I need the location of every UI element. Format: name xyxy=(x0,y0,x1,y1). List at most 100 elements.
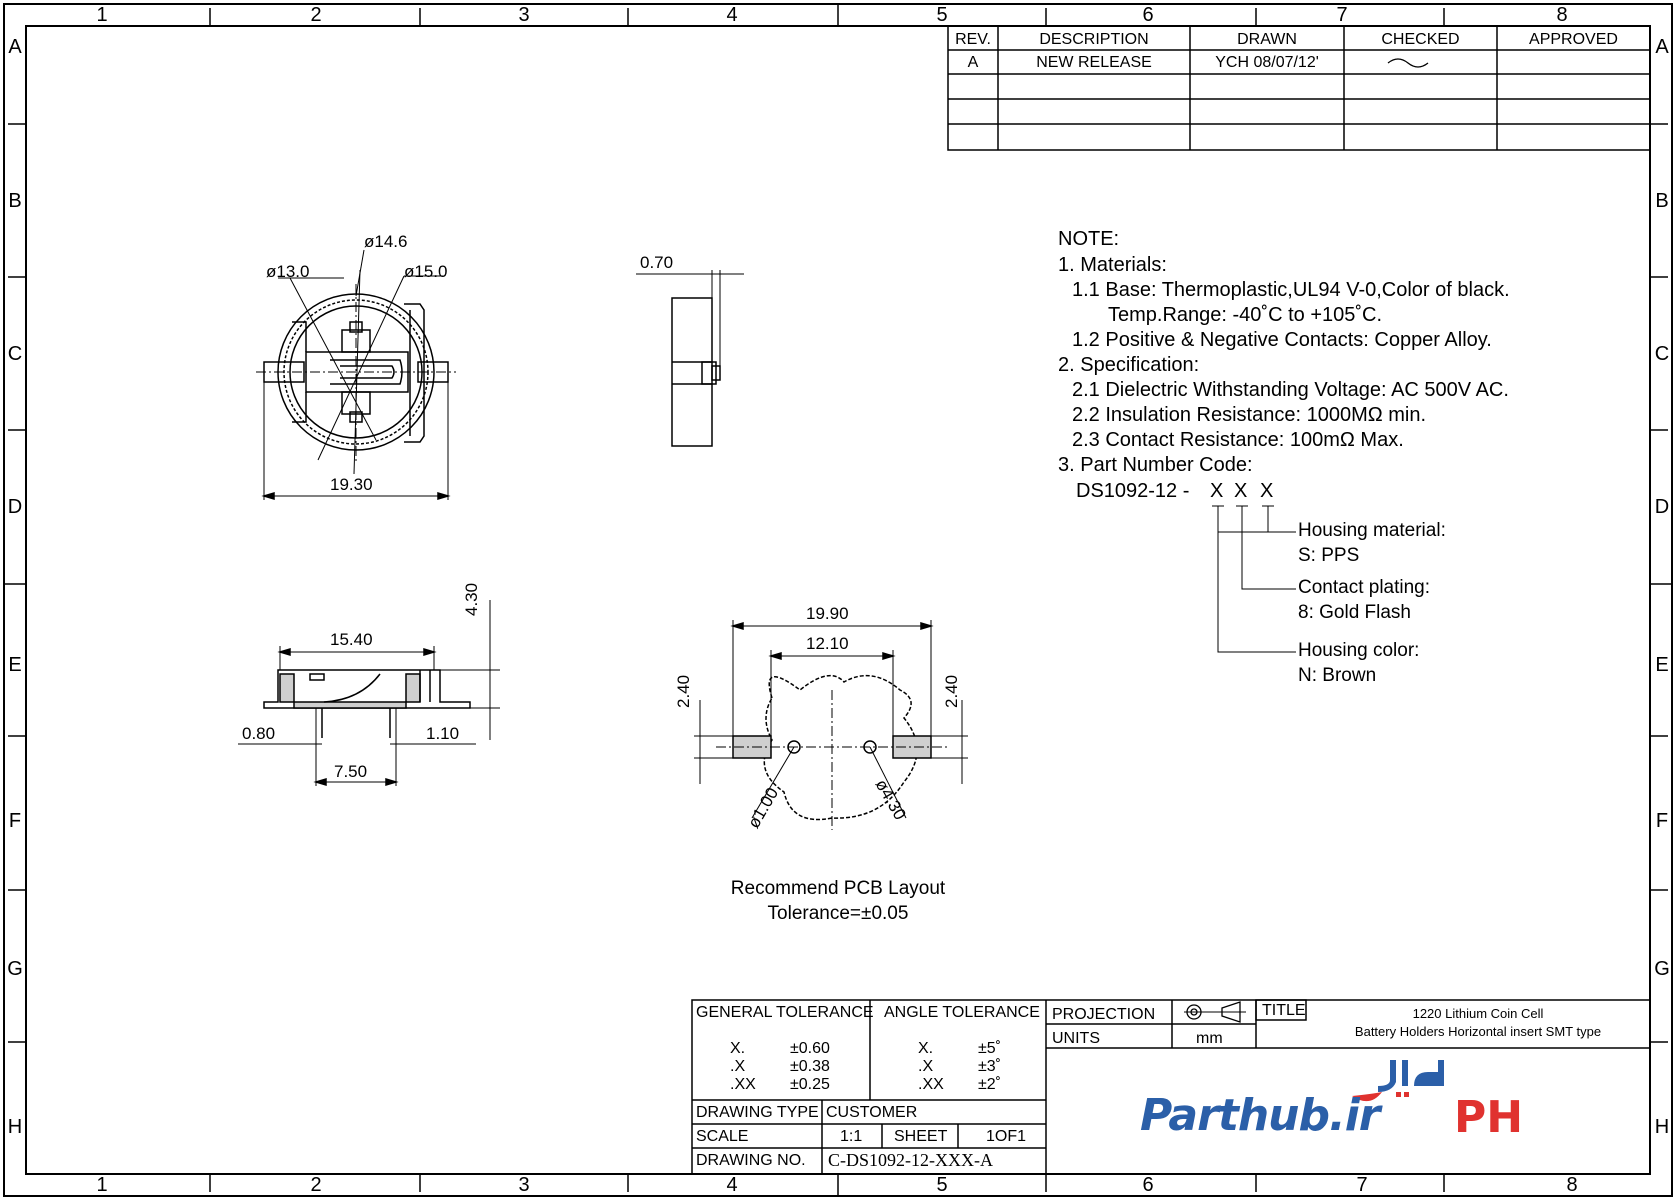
dim-d146: ø14.6 xyxy=(364,232,408,251)
note-base: 1.1 Base: Thermoplastic,UL94 V-0,Color o… xyxy=(1072,279,1510,301)
tb-ang-dxx-val: ±2˚ xyxy=(978,1076,1002,1093)
dim-d150: ø15.0 xyxy=(404,262,448,281)
zone-row-b-right: B xyxy=(1655,190,1669,212)
zone-row-c: C xyxy=(7,343,23,365)
dim-pcb-left-height: 2.40 xyxy=(674,674,693,708)
tb-drawing-no: DRAWING NO. xyxy=(696,1152,806,1169)
tb-ang-x: X. xyxy=(918,1040,934,1057)
tb-gen-dx-val: ±0.38 xyxy=(790,1058,830,1075)
tb-gen-x-val: ±0.60 xyxy=(790,1040,830,1057)
zone-col-5: 5 xyxy=(936,4,948,26)
tb-sheet-value: 1OF1 xyxy=(986,1128,1027,1145)
zone-col-4: 4 xyxy=(726,4,738,26)
zone-row-e-right: E xyxy=(1655,654,1669,676)
tb-drawing-no-value: C-DS1092-12-XXX-A xyxy=(828,1150,993,1170)
zone-col-2: 2 xyxy=(310,4,322,26)
dim-front-pitch: 7.50 xyxy=(334,762,368,781)
part-code-letter-3: X xyxy=(1260,480,1274,502)
tb-drawing-type-value: CUSTOMER xyxy=(826,1104,918,1121)
zone-col-3: 3 xyxy=(518,4,530,26)
dim-front-height: 4.30 xyxy=(462,582,481,616)
dim-front-length: 15.40 xyxy=(330,630,373,649)
zone-row-g: G xyxy=(7,958,23,980)
zone-row-c-right: C xyxy=(1654,343,1670,365)
part-code-letter-1: X xyxy=(1210,480,1224,502)
tb-projection: PROJECTION xyxy=(1052,1006,1156,1023)
zone-col-4-bottom: 4 xyxy=(726,1174,738,1196)
dim-pcb-right-height: 2.40 xyxy=(942,674,961,708)
dim-thickness: 0.70 xyxy=(640,253,674,272)
dim-front-right: 1.10 xyxy=(426,724,460,743)
zone-row-g-right: G xyxy=(1654,958,1670,980)
tb-ang-x-val: ±5˚ xyxy=(978,1040,1002,1057)
zone-col-7: 7 xyxy=(1336,4,1348,26)
front-view xyxy=(238,600,500,787)
zone-row-d: D xyxy=(7,496,23,518)
tb-title-line2: Battery Holders Horizontal insert SMT ty… xyxy=(1354,1024,1602,1039)
zone-row-a: A xyxy=(8,36,22,58)
note-materials: 1. Materials: xyxy=(1058,254,1167,276)
tb-units: UNITS xyxy=(1052,1030,1100,1047)
zone-col-1: 1 xyxy=(96,4,108,26)
callout-contact-plating-value: 8: Gold Flash xyxy=(1298,602,1411,623)
note-dielectric: 2.1 Dielectric Withstanding Voltage: AC … xyxy=(1072,379,1509,401)
dim-pcb-outer: 19.90 xyxy=(806,604,849,623)
note-contacts: 1.2 Positive & Negative Contacts: Copper… xyxy=(1072,329,1492,351)
note-insulation: 2.2 Insulation Resistance: 1000MΩ min. xyxy=(1072,404,1427,426)
note-part-number: 3. Part Number Code: xyxy=(1058,454,1253,476)
tb-gen-dxx-val: ±0.25 xyxy=(790,1076,830,1093)
zone-col-8-bottom: 8 xyxy=(1566,1174,1578,1196)
zone-row-b: B xyxy=(8,190,22,212)
rev-header-checked: CHECKED xyxy=(1381,31,1460,48)
tb-gen-x: X. xyxy=(730,1040,746,1057)
tb-sheet: SHEET xyxy=(894,1128,948,1145)
note-temp-range: Temp.Range: -40˚C to +105˚C. xyxy=(1108,304,1383,326)
tb-scale: SCALE xyxy=(696,1128,749,1145)
tb-angle-tolerance: ANGLE TOLERANCE xyxy=(884,1004,1040,1021)
logo-text: Parthub.ir xyxy=(1140,1090,1380,1141)
zone-row-h: H xyxy=(7,1116,23,1138)
zone-row-h-right: H xyxy=(1654,1116,1670,1138)
callout-housing-material-value: S: PPS xyxy=(1298,545,1360,566)
top-view xyxy=(256,249,456,501)
zone-row-d-right: D xyxy=(1654,496,1670,518)
zone-row-a-right: A xyxy=(1655,36,1669,58)
tb-ang-dx-val: ±3˚ xyxy=(978,1058,1002,1075)
rev-header-rev: REV. xyxy=(955,31,991,48)
zone-col-2-bottom: 2 xyxy=(310,1174,322,1196)
pcb-caption-title: Recommend PCB Layout xyxy=(730,878,946,899)
zone-col-7-bottom: 7 xyxy=(1356,1174,1368,1196)
pcb-caption-tolerance: Tolerance=±0.05 xyxy=(767,903,909,924)
rev-row-rev: A xyxy=(967,54,979,71)
tb-ang-dx: .X xyxy=(918,1058,934,1075)
zone-col-6-bottom: 6 xyxy=(1142,1174,1154,1196)
tb-general-tolerance: GENERAL TOLERANCE xyxy=(696,1004,874,1021)
zone-row-e: E xyxy=(8,654,22,676)
rev-row-drawn: YCH 08/07/12' xyxy=(1215,54,1319,71)
tb-drawing-type: DRAWING TYPE xyxy=(696,1104,819,1121)
logo-mark-letters: PH xyxy=(1454,1092,1524,1143)
tb-scale-value: 1:1 xyxy=(840,1128,863,1145)
callout-housing-color-label: Housing color: xyxy=(1298,640,1420,661)
zone-col-6: 6 xyxy=(1142,4,1154,26)
part-code-letter-2: X xyxy=(1234,480,1248,502)
note-heading: NOTE: xyxy=(1058,228,1120,250)
zone-col-8: 8 xyxy=(1556,4,1568,26)
note-contact-resistance: 2.3 Contact Resistance: 100mΩ Max. xyxy=(1072,429,1404,451)
callout-housing-color-value: N: Brown xyxy=(1298,665,1377,686)
rev-header-approved: APPROVED xyxy=(1529,31,1618,48)
part-code-leaders xyxy=(1212,505,1296,653)
rev-header-drawn: DRAWN xyxy=(1237,31,1297,48)
tb-gen-dx: .X xyxy=(730,1058,746,1075)
part-code-prefix: DS1092-12 - xyxy=(1076,480,1190,502)
dim-pcb-inner: 12.10 xyxy=(806,634,849,653)
tb-ang-dxx: .XX xyxy=(918,1076,944,1093)
tb-title-label: TITLE xyxy=(1262,1002,1306,1019)
callout-housing-material-label: Housing material: xyxy=(1298,520,1446,541)
tb-gen-dxx: .XX xyxy=(730,1076,756,1093)
pcb-layout xyxy=(694,620,968,830)
zone-row-f: F xyxy=(8,810,22,832)
revision-table-grid xyxy=(947,25,1651,151)
